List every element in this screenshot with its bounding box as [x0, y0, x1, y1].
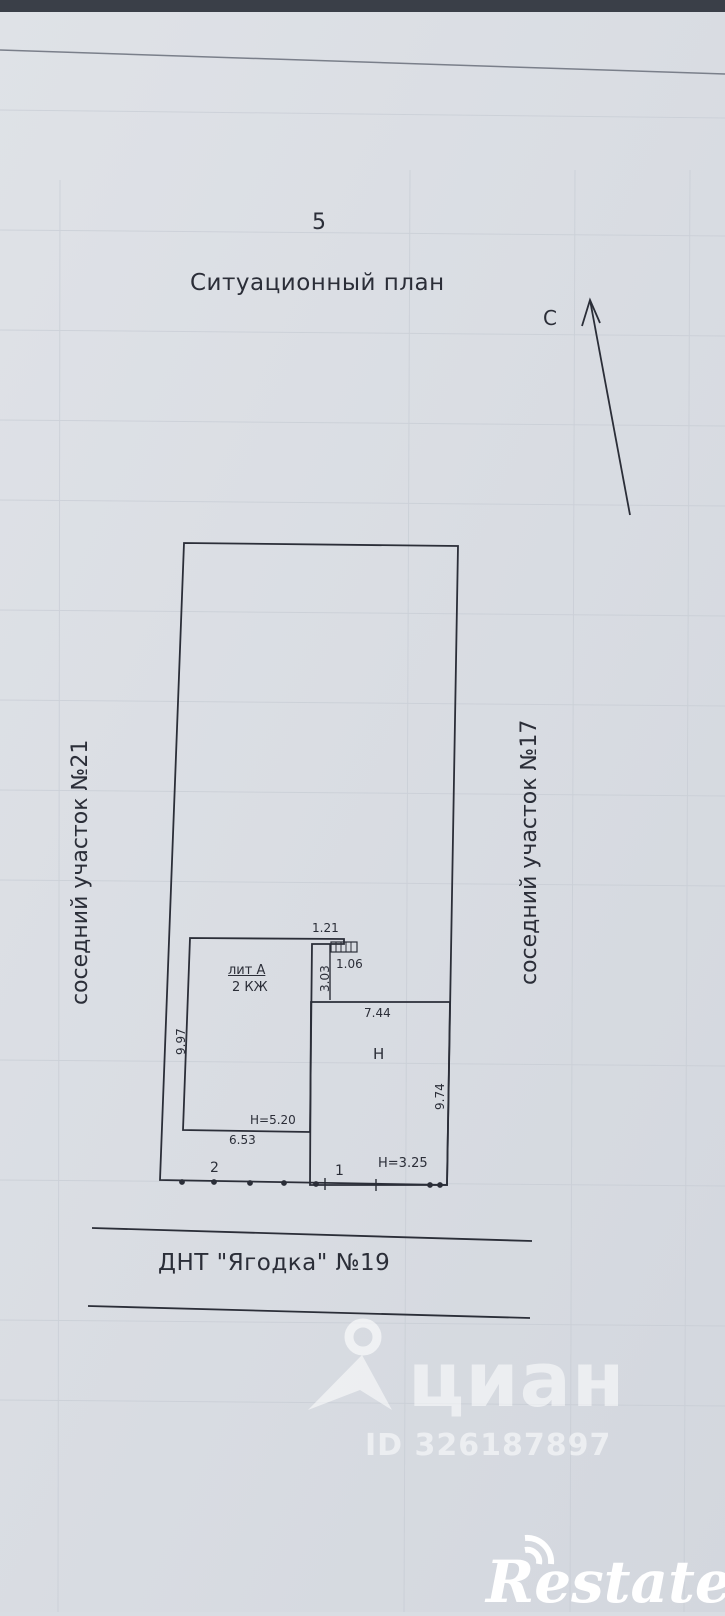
neighbor-plot-17-label: соседний участок №17 [517, 719, 542, 985]
extension-h [309, 1001, 451, 1186]
map-pin-icon [344, 1318, 382, 1356]
restate-logo: Restate [486, 1548, 725, 1616]
building-name: лит А [228, 963, 266, 978]
road-label: ДНТ "Ягодка" №19 [158, 1250, 391, 1276]
dim-1-21: 1.21 [312, 921, 339, 935]
dim-1-06: 1.06 [336, 957, 363, 971]
dim-7-44: 7.44 [364, 1006, 391, 1020]
building-lit-a [182, 937, 345, 1133]
watermark-arrow-icon [308, 1355, 392, 1410]
plan-title: Ситуационный план [190, 270, 445, 296]
road-line-top [91, 1227, 533, 1242]
point-1: 1 [335, 1163, 344, 1179]
height-3-25: Н=3.25 [378, 1156, 428, 1171]
neighbor-plot-21-label: соседний участок №21 [68, 739, 93, 1005]
extension-label: Н [373, 1045, 385, 1063]
header-rule [0, 49, 725, 75]
restate-rest: estate [534, 1548, 725, 1616]
dim-3-03: 3.03 [318, 965, 332, 992]
north-letter: С [543, 306, 557, 330]
building-type: 2 КЖ [232, 980, 268, 995]
point-2: 2 [210, 1160, 219, 1176]
ground-ticks [179, 1178, 443, 1191]
watermark-logo: циан [408, 1335, 626, 1424]
dim-9-74: 9.74 [433, 1083, 447, 1110]
porch-hatch [330, 941, 358, 953]
top-edge [0, 0, 725, 12]
dim-6-53: 6.53 [229, 1133, 256, 1147]
wifi-arcs-icon [524, 1534, 555, 1565]
restate-first-letter: R [486, 1548, 535, 1616]
page-number: 5 [312, 210, 326, 235]
porch-hatch-lines [335, 942, 352, 952]
dim-9-97: 9.97 [174, 1028, 188, 1055]
north-arrow [581, 297, 631, 516]
watermark-id: ID 326187897 [365, 1428, 612, 1463]
road-line-bottom [87, 1305, 531, 1319]
height-5-20: Н=5.20 [250, 1113, 296, 1127]
